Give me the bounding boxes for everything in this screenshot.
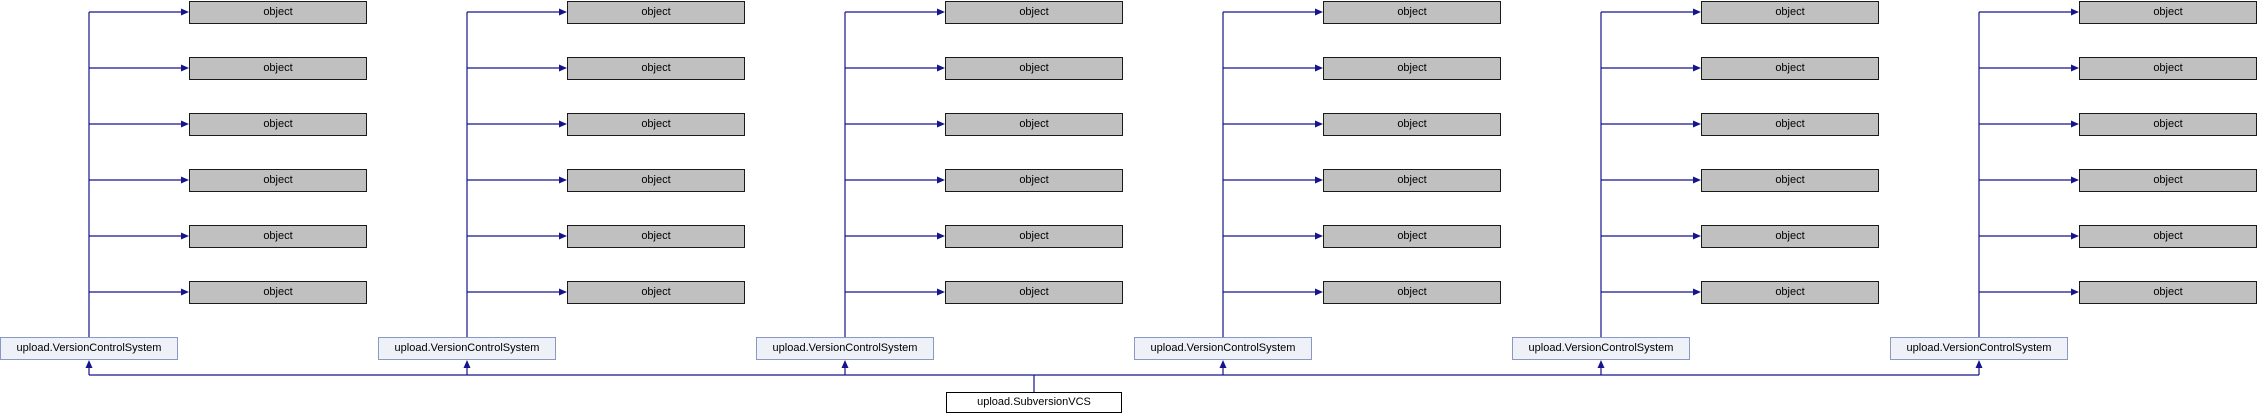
class-node-versioncontrolsystem[interactable]: upload.VersionControlSystem [1890,337,2068,360]
object-node: object [2079,0,2257,24]
object-node: object [945,0,1123,24]
object-node: object [567,0,745,24]
object-node: object [567,280,745,304]
object-node: object [189,224,367,248]
object-node: object [945,224,1123,248]
object-node: object [1323,224,1501,248]
object-node: object [189,0,367,24]
class-node-versioncontrolsystem[interactable]: upload.VersionControlSystem [0,337,178,360]
object-node: object [189,168,367,192]
object-node: object [189,56,367,80]
object-node: object [567,56,745,80]
object-node: object [1323,280,1501,304]
object-node: object [945,56,1123,80]
object-node: object [567,112,745,136]
object-node: object [1701,168,1879,192]
class-node-versioncontrolsystem[interactable]: upload.VersionControlSystem [1512,337,1690,360]
class-node-versioncontrolsystem[interactable]: upload.VersionControlSystem [378,337,556,360]
object-node: object [1323,0,1501,24]
class-node-subversionvcs[interactable]: upload.SubversionVCS [946,392,1122,413]
object-node: object [945,112,1123,136]
object-node: object [189,280,367,304]
object-node: object [2079,168,2257,192]
object-node: object [1323,168,1501,192]
object-node: object [1701,280,1879,304]
object-node: object [189,112,367,136]
object-node: object [1323,56,1501,80]
class-node-versioncontrolsystem[interactable]: upload.VersionControlSystem [1134,337,1312,360]
object-node: object [1323,112,1501,136]
object-node: object [945,280,1123,304]
object-node: object [2079,112,2257,136]
object-node: object [2079,224,2257,248]
object-node: object [1701,0,1879,24]
object-node: object [2079,280,2257,304]
object-node: object [945,168,1123,192]
object-node: object [567,168,745,192]
object-node: object [567,224,745,248]
class-node-versioncontrolsystem[interactable]: upload.VersionControlSystem [756,337,934,360]
object-node: object [2079,56,2257,80]
object-node: object [1701,224,1879,248]
edge-lines [88,11,2071,392]
object-node: object [1701,56,1879,80]
object-node: object [1701,112,1879,136]
